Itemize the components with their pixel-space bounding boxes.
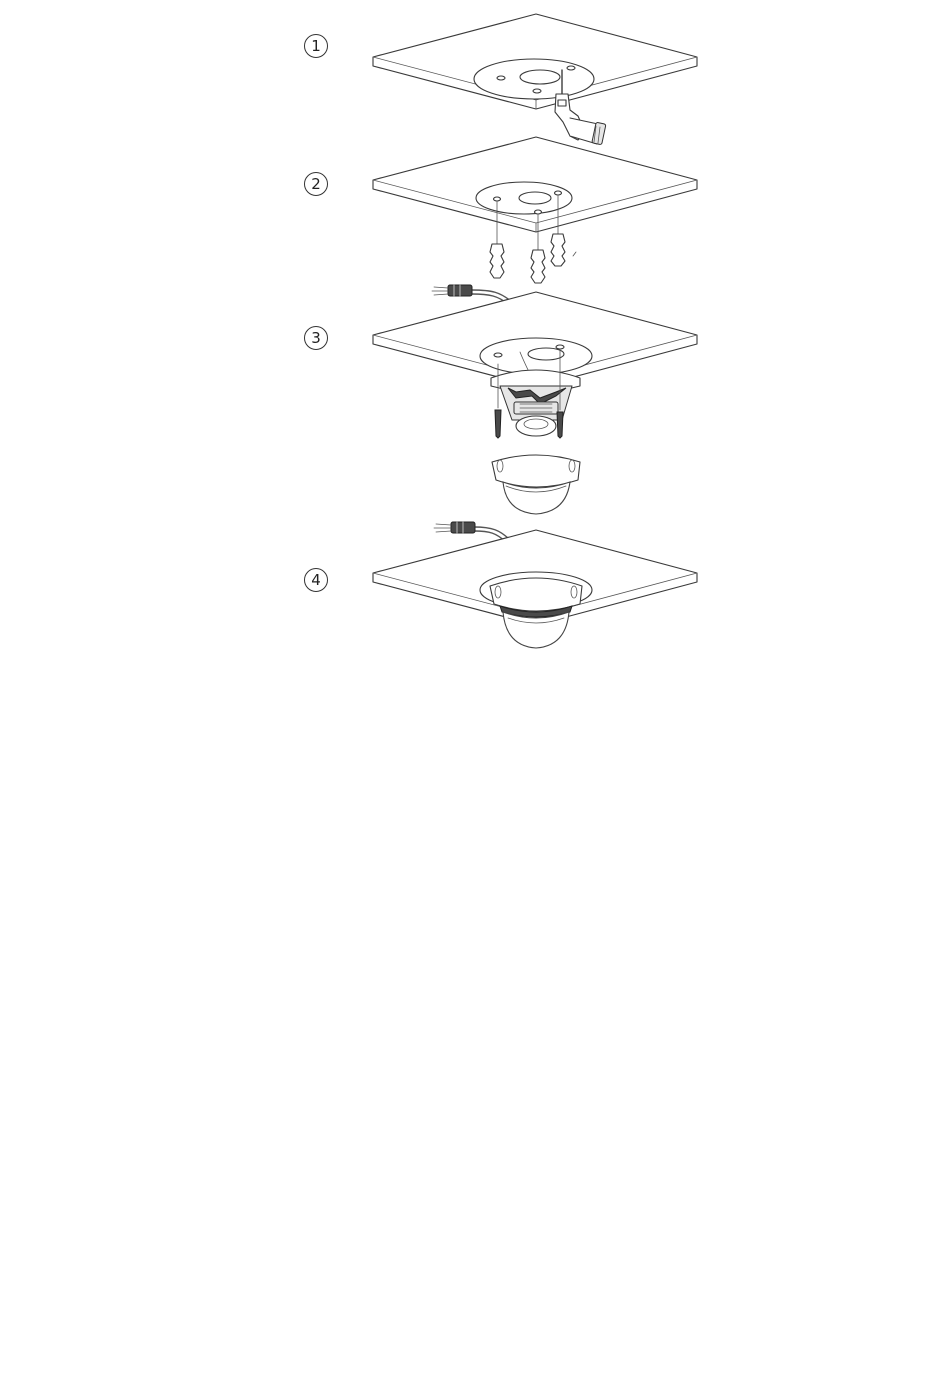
step-4-cable (434, 522, 510, 542)
dome-cover-icon (492, 455, 580, 514)
step-1-mounting-template (474, 59, 594, 99)
